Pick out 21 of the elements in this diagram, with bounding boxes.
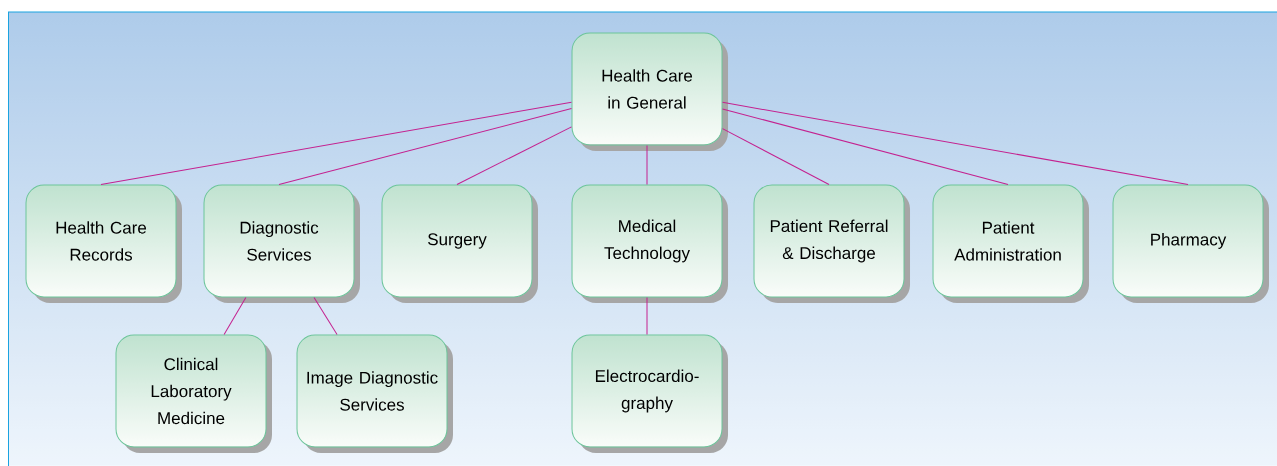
process-box: Medical Technology: [571, 184, 728, 303]
process-box: Clinical Laboratory Medicine: [115, 334, 272, 453]
connector-line: [722, 108, 1009, 185]
process-box: Electrocardio- graphy: [571, 334, 728, 453]
connector-line: [646, 145, 648, 185]
connector-line: [456, 126, 572, 185]
connector-line: [646, 297, 648, 335]
process-box: Patient Administration: [932, 184, 1089, 303]
connector-line: [313, 297, 338, 335]
connector-line: [278, 108, 572, 185]
process-box: Health Care in General: [571, 32, 728, 151]
connector-line: [223, 297, 247, 335]
process-box: Pharmacy: [1112, 184, 1269, 303]
process-box: Surgery: [381, 184, 538, 303]
process-box: Patient Referral & Discharge: [753, 184, 910, 303]
process-box: Image Diagnostic Services: [296, 334, 453, 453]
process-box: Diagnostic Services: [203, 184, 360, 303]
process-box: Health Care Records: [25, 184, 182, 303]
connector-line: [722, 101, 1189, 185]
connector-line: [100, 101, 572, 185]
connector-line: [722, 128, 830, 185]
